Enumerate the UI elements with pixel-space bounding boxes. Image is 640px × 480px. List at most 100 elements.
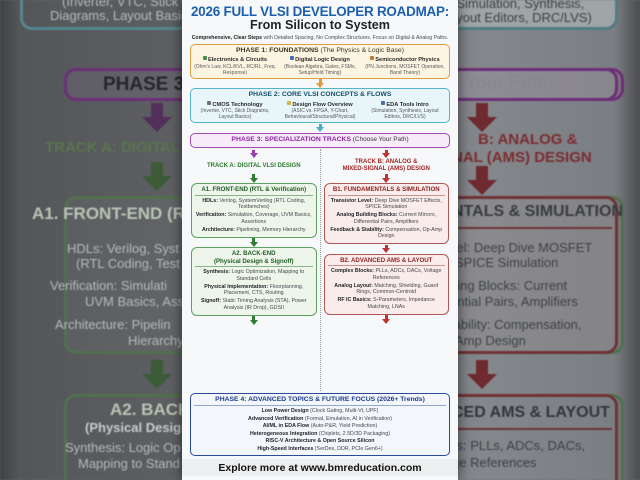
atom-icon <box>370 56 375 60</box>
bg-text: Amp Design <box>455 333 526 348</box>
phase2-title: PHASE 2: CORE VLSI CONCEPTS & FLOWS <box>248 91 392 99</box>
down-arrow-icon <box>382 149 391 159</box>
down-arrow-icon <box>467 360 497 389</box>
bg-text: tability: Compensation, <box>450 317 582 332</box>
down-arrow-icon <box>467 166 497 195</box>
bg-text: UVM Basics, Ass <box>85 294 184 309</box>
down-arrow-icon <box>188 79 452 88</box>
logic-gate-icon <box>290 56 295 60</box>
gear-icon <box>207 100 212 105</box>
phase1-item-electronics: Electronics & Circuits (Ohm's Law, KCL/K… <box>194 56 276 76</box>
b1-fundamentals-box: B1. FUNDAMENTALS & SIMULATION Transistor… <box>323 183 449 245</box>
phase4-title: PHASE 4: ADVANCED TOPICS & FUTURE FOCUS … <box>194 396 446 407</box>
a1-entry-hdls: HDLs: Verilog, SystemVerilog (RTL Coding… <box>202 197 306 211</box>
phase1-box: PHASE 1: FOUNDATIONS (The Physics & Logi… <box>190 43 450 79</box>
bg-text: ential Pairs, Amplifiers <box>450 294 578 309</box>
bg-text: ayout Editors, DRC/LVS) <box>449 10 592 25</box>
bg-text: Verification: Simulati <box>50 278 168 293</box>
down-arrow-icon <box>249 149 258 159</box>
b2-entry-complex: Complex Blocks: PLLs, ADCs, DACs, Voltag… <box>331 268 442 281</box>
bg-text: Architecture: Pipelin <box>55 317 171 332</box>
phase4-box: PHASE 4: ADVANCED TOPICS & FUTURE FOCUS … <box>190 392 450 456</box>
down-arrow-icon <box>142 360 172 389</box>
b1-entry-transistor: Transistor Level: Deep Dive MOSFET Effec… <box>330 197 442 211</box>
bg-text: Hierarchy <box>128 333 184 348</box>
a1-frontend-box: A1. FRONT-END (RTL & Verification) HDLs:… <box>191 183 317 238</box>
down-arrow-icon <box>382 174 391 183</box>
b1-entry-blocks: Analog Building Blocks: Current Mirrors,… <box>336 212 437 225</box>
footer-url: Explore more at www.bmreducation.com <box>182 459 458 476</box>
bg-text: TRACK A: DIGITAL V <box>45 139 194 156</box>
track-a-column: TRACK A: DIGITAL VLSI DESIGN A1. FRONT-E… <box>188 149 321 392</box>
phase4-line-aiml: AI/ML in EDA Flow (Auto-P&R, Yield Predi… <box>262 423 378 430</box>
bg-text: B: ANALOG & <box>478 131 578 148</box>
track-a-label: TRACK A: DIGITAL VLSI DESIGN <box>206 162 301 169</box>
down-arrow-icon <box>188 123 452 133</box>
bg-right-b1-box <box>430 196 618 354</box>
phase1-item-semiconductor: Semiconductor Physics (PN Junctions, MOS… <box>365 56 445 76</box>
b1-entry-feedback: Feedback & Stability: Compensation, Op-A… <box>330 226 443 240</box>
down-arrow-icon <box>249 174 258 183</box>
a2-backend-box: A2. BACK-END(Physical Design & Signoff) … <box>191 247 317 316</box>
down-arrow-icon <box>142 103 172 132</box>
down-arrow-icon <box>249 316 258 325</box>
down-arrow-icon <box>382 244 391 254</box>
phase2-item-cmos: CMOS Technology (Inverter, VTC, Stick Di… <box>200 100 270 121</box>
page-subtitle-title: From Silicon to System <box>250 18 390 32</box>
down-arrow-icon <box>467 103 497 132</box>
bg-text: CED AMS & LAYOUT <box>452 404 610 421</box>
bg-text: (Inverter, VTC, Stick <box>62 0 179 9</box>
phase2-box: PHASE 2: CORE VLSI CONCEPTS & FLOWS CMOS… <box>190 88 450 124</box>
phase2-items: CMOS Technology (Inverter, VTC, Stick Di… <box>194 100 446 121</box>
a2-entry-physical: Physical Implementation: Floorplanning, … <box>204 283 304 297</box>
bg-text: vel: Deep Dive MOSFET <box>450 240 593 255</box>
phase2-item-eda: EDA Tools Intro (Simulation, Synthesis, … <box>371 100 439 121</box>
phase1-items: Electronics & Circuits (Ohm's Law, KCL/K… <box>194 56 446 76</box>
bg-text: SPICE Simulation <box>455 255 559 270</box>
b2-advanced-box: B2. ADVANCED AMS & LAYOUT Complex Blocks… <box>323 253 449 315</box>
chip-icon <box>202 56 207 60</box>
page-title: 2026 FULL VLSI DEVELOPER ROADMAP: <box>190 4 450 19</box>
bg-text: ding Blocks: Current <box>450 278 568 293</box>
phase4-line-verification: Advanced Verification (Formal, Emulation… <box>248 415 392 422</box>
bg-text: ks: PLLs, ADCs, DACs, <box>450 438 586 453</box>
phase3-banner: PHASE 3: SPECIALIZATION TRACKS (Choose Y… <box>190 132 450 149</box>
b2-entry-layout: Analog Layout: Matching, Shielding, Guar… <box>334 282 439 296</box>
bg-text: Diagrams, Layout Basics <box>50 8 194 23</box>
phase4-line-lowpower: Low Power Design (Clock Gating, Multi-Vt… <box>261 408 379 415</box>
bg-divider <box>450 227 612 229</box>
track-b-label: TRACK B: ANALOG &MIXED-SIGNAL (AMS) DESI… <box>342 159 430 173</box>
tagline: Comprehensive, Clear Steps with Detailed… <box>191 34 449 41</box>
bg-text: (Simulation, Synthesis, <box>452 0 585 11</box>
bg-text: NTALS & SIMULATION <box>452 203 623 220</box>
phase1-title: PHASE 1: FOUNDATIONS (The Physics & Logi… <box>236 46 404 54</box>
bg-text: Your Path) <box>465 73 555 94</box>
track-b-column: TRACK B: ANALOG &MIXED-SIGNAL (AMS) DESI… <box>321 149 453 391</box>
bg-text: A1. FRONT-END (RTL & <box>32 204 223 223</box>
phase3-title: PHASE 3: SPECIALIZATION TRACKS (Choose Y… <box>231 136 409 144</box>
specialization-tracks: TRACK A: DIGITAL VLSI DESIGN A1. FRONT-E… <box>188 149 453 392</box>
phase1-item-logic: Digital Logic Design (Boolean Algebra, G… <box>284 56 356 76</box>
computer-icon <box>381 100 386 105</box>
a1-entry-architecture: Architecture: Pipelining, Memory Hierarc… <box>201 226 306 233</box>
down-arrow-icon <box>249 238 258 247</box>
phase2-item-designflow: Design Flow Overview (ASIC vs. FPGA, Y-C… <box>284 100 356 121</box>
bg-divider <box>450 428 612 430</box>
b2-entry-rf: RF IC Basics: S-Parameters, Impedance Ma… <box>337 297 435 310</box>
bg-text: HDLs: Verilog, Syst <box>67 241 179 256</box>
a1-entry-verification: Verification: Simulation, Coverage, UVM … <box>195 212 312 225</box>
phase4-line-highspeed: High-Speed Interfaces (SerDes, DDR, PCIe… <box>257 445 383 452</box>
phase4-line-riscv: RISC-V Architecture & Open Source Silico… <box>265 438 375 445</box>
a2-entry-synthesis: Synthesis: Logic Optimization, Mapping t… <box>203 269 305 282</box>
bg-text: ge References <box>452 455 537 470</box>
bg-text: Mapping to Stand <box>78 456 180 471</box>
bg-text: (Physical Design & <box>85 420 203 435</box>
a2-entry-signoff: Signoff: Static Timing Analysis (STA), P… <box>200 298 307 311</box>
pencil-icon <box>287 100 292 105</box>
down-arrow-icon <box>142 162 172 191</box>
bg-text: (RTL Coding, Test <box>76 256 180 271</box>
roadmap-poster: 2026 FULL VLSI DEVELOPER ROADMAP: From S… <box>182 0 458 480</box>
bg-text: Synthesis: Logic Op <box>65 440 181 455</box>
bg-text: NAL (AMS) DESIGN <box>452 149 592 166</box>
down-arrow-icon <box>382 315 391 324</box>
